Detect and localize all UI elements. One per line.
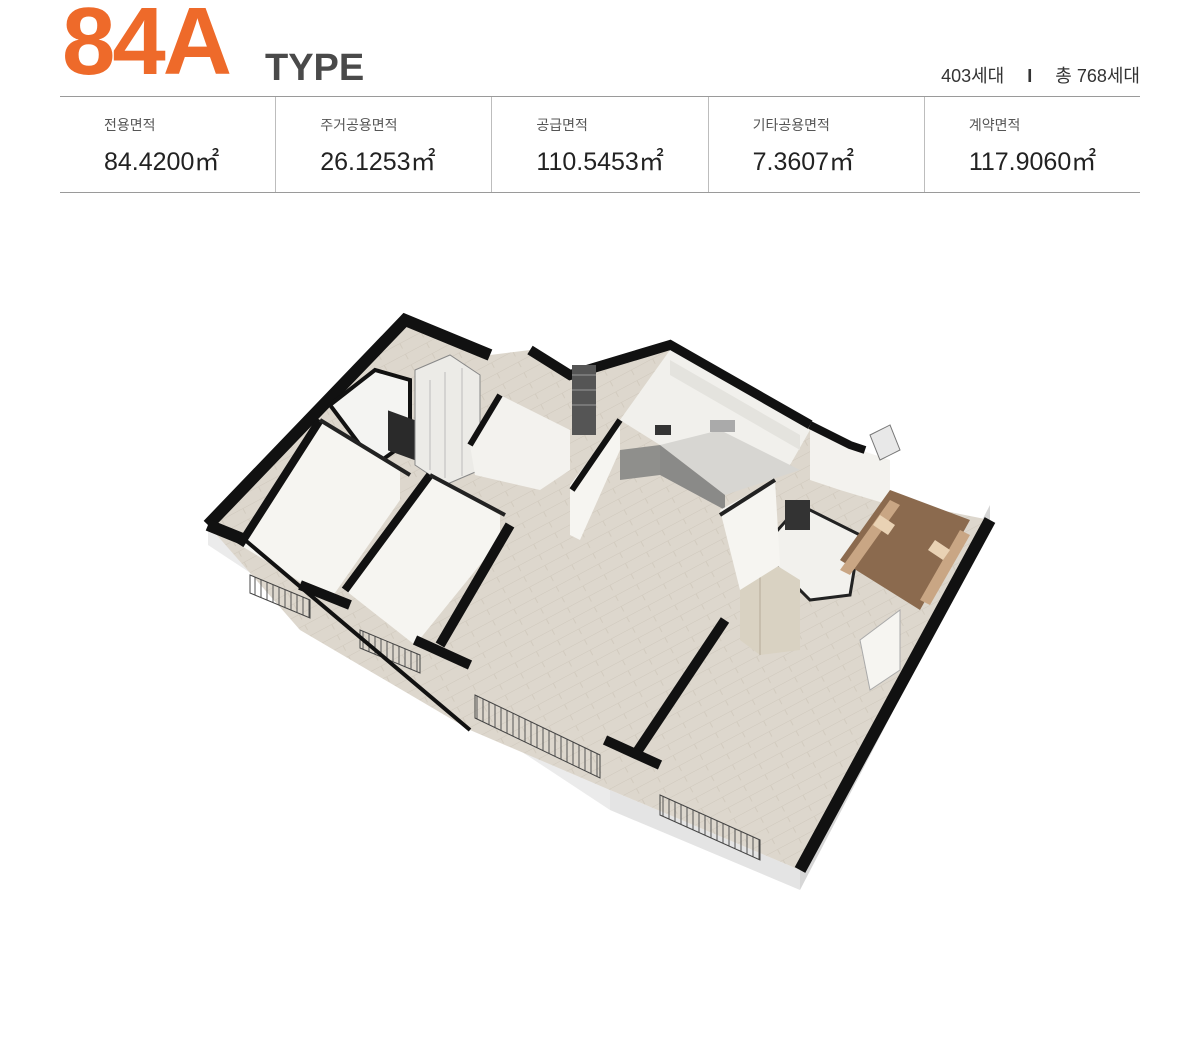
type-code: 84A: [62, 0, 232, 95]
type-word: TYPE: [265, 47, 365, 89]
area-label: 주거공용면적: [320, 117, 398, 133]
area-cell-exclusive: 전용면적 84.4200㎡: [60, 97, 277, 192]
area-value: 7.3607㎡: [752, 148, 855, 176]
page-header: 84A TYPE 403세대 I 총 768세대: [60, 0, 1140, 97]
total-unit-count: 총 768세대: [1055, 66, 1140, 86]
area-label: 기타공용면적: [752, 117, 830, 133]
area-value: 84.4200㎡: [104, 148, 220, 176]
area-label: 계약면적: [968, 117, 1021, 133]
area-label: 공급면적: [536, 117, 588, 133]
unit-separator: I: [1027, 66, 1033, 86]
area-cell-contract: 계약면적 117.9060㎡: [925, 97, 1140, 192]
area-label: 전용면적: [104, 117, 156, 133]
area-value: 117.9060㎡: [968, 148, 1097, 176]
area-value: 26.1253㎡: [320, 148, 436, 176]
type-unit-count: 403세대: [941, 66, 1005, 86]
area-cell-other-common: 기타공용면적 7.3607㎡: [709, 97, 925, 192]
unit-counts: 403세대 I 총 768세대: [941, 64, 1140, 88]
isometric-floor-plan-icon: [203, 312, 996, 890]
area-cell-supply: 공급면적 110.5453㎡: [492, 97, 709, 192]
area-cell-residential-common: 주거공용면적 26.1253㎡: [276, 97, 493, 192]
area-value: 110.5453㎡: [536, 148, 664, 176]
disclaimer-faint: [64, 957, 944, 971]
area-table: 전용면적 84.4200㎡ 주거공용면적 26.1253㎡ 공급면적 110.5…: [60, 96, 1140, 193]
